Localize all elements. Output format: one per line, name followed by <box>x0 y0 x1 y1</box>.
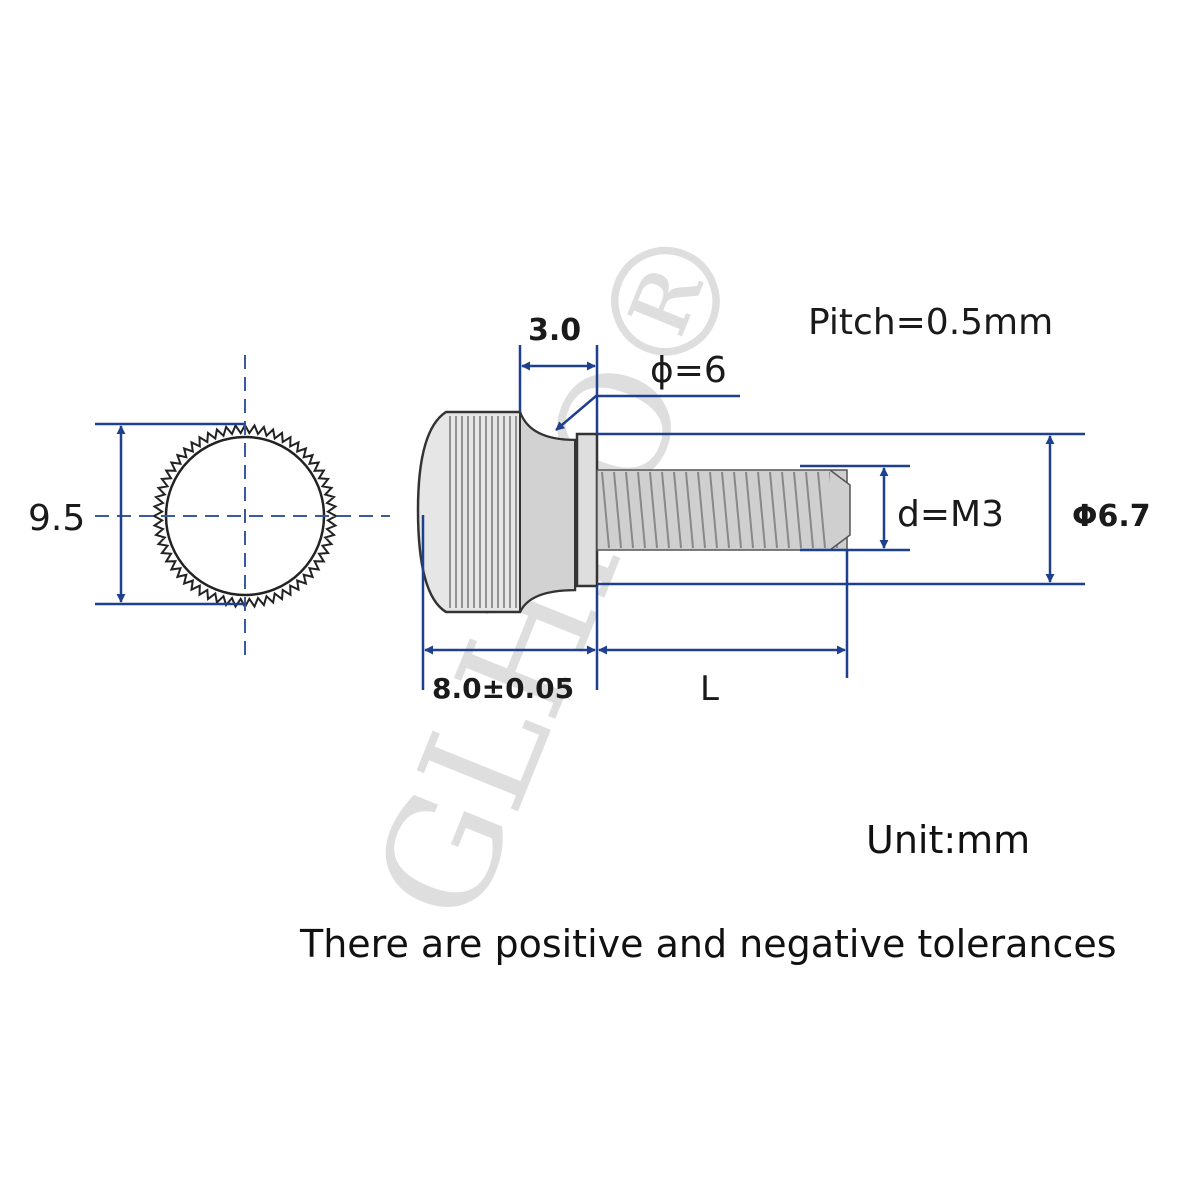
label-phi-6: ϕ=6 <box>650 350 727 391</box>
label-3-0: 3.0 <box>528 313 581 348</box>
shoulder-flange <box>575 432 599 588</box>
label-pitch: Pitch=0.5mm <box>808 302 1053 343</box>
label-l: L <box>700 669 719 709</box>
label-9-5: 9.5 <box>28 498 85 539</box>
thread-lines <box>601 471 838 549</box>
knurl-lines <box>449 416 517 608</box>
knurled-outline <box>151 422 339 610</box>
end-view: 9.5 <box>28 355 390 655</box>
thread-tip <box>829 469 851 551</box>
leader-phi-6 <box>555 394 740 431</box>
label-phi-6-7: Φ6.7 <box>1072 499 1151 534</box>
front-view <box>416 410 851 614</box>
neck <box>519 411 576 613</box>
label-8-0: 8.0±0.05 <box>432 672 574 705</box>
label-m3: d=M3 <box>897 494 1004 535</box>
front-dimensions <box>421 345 1085 690</box>
tolerance-note: There are positive and negative toleranc… <box>300 922 1117 966</box>
unit-note: Unit:mm <box>866 818 1031 862</box>
